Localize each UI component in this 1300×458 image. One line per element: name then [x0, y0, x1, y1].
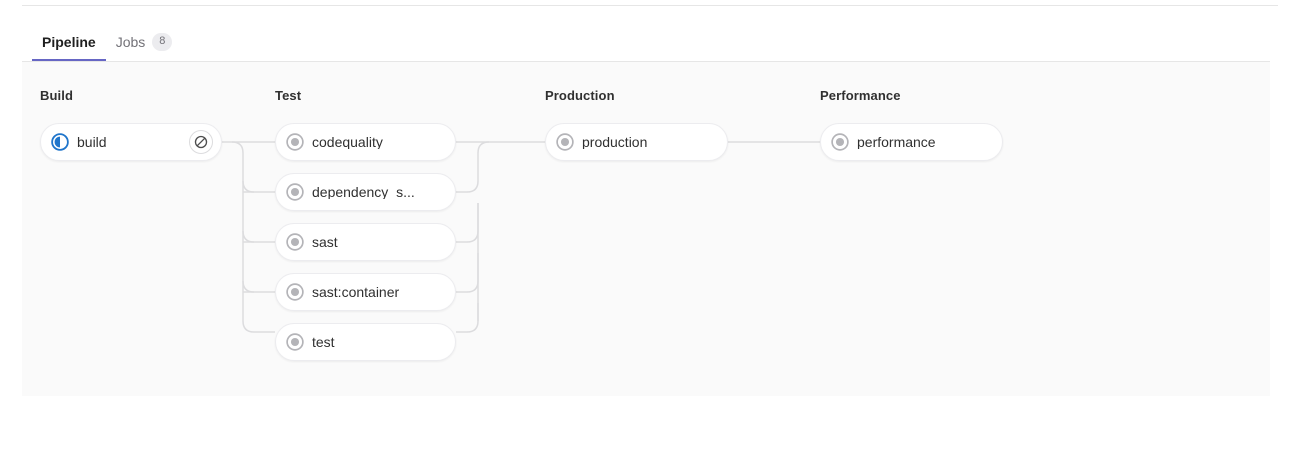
job-sast-main: sast [286, 233, 447, 251]
job-production-name: production [582, 135, 648, 149]
cancel-button[interactable] [189, 130, 213, 154]
job-build-main: build [51, 133, 183, 151]
job-dependency-scanning-name: dependency_s... [312, 185, 415, 199]
status-created-icon [286, 133, 304, 151]
tab-pipeline[interactable]: Pipeline [32, 22, 106, 61]
pipeline-graph-panel: Build build Test [22, 62, 1270, 396]
job-sast-container-main: sast:container [286, 283, 447, 301]
job-codequality-main: codequality [286, 133, 447, 151]
stage-build-title: Build [40, 88, 73, 103]
status-created-icon [286, 233, 304, 251]
job-test-name: test [312, 335, 335, 349]
status-created-icon [286, 283, 304, 301]
stage-test-title: Test [275, 88, 302, 103]
job-production-main: production [556, 133, 719, 151]
job-node-codequality[interactable]: codequality [275, 123, 456, 161]
job-node-dependency-scanning[interactable]: dependency_s... [275, 173, 456, 211]
job-node-production[interactable]: production [545, 123, 728, 161]
job-node-performance[interactable]: performance [820, 123, 1003, 161]
job-sast-name: sast [312, 235, 338, 249]
stage-production-title: Production [545, 88, 615, 103]
job-performance-name: performance [857, 135, 936, 149]
job-node-build[interactable]: build [40, 123, 222, 161]
job-node-test[interactable]: test [275, 323, 456, 361]
status-running-icon [51, 133, 69, 151]
tab-pipeline-label: Pipeline [42, 33, 96, 50]
status-created-icon [831, 133, 849, 151]
status-created-icon [286, 333, 304, 351]
job-node-sast-container[interactable]: sast:container [275, 273, 456, 311]
job-codequality-name: codequality [312, 135, 383, 149]
job-dependency-scanning-main: dependency_s... [286, 183, 447, 201]
tab-bar: Pipeline Jobs 8 [22, 22, 1270, 62]
stage-performance-title: Performance [820, 88, 901, 103]
tab-jobs-badge: 8 [152, 32, 173, 51]
cancel-icon [194, 135, 208, 149]
job-sast-container-name: sast:container [312, 285, 400, 299]
tab-jobs[interactable]: Jobs 8 [106, 22, 183, 61]
status-created-icon [556, 133, 574, 151]
top-divider [22, 5, 1278, 6]
job-performance-main: performance [831, 133, 994, 151]
job-build-name: build [77, 135, 107, 149]
job-node-sast[interactable]: sast [275, 223, 456, 261]
pipeline-connector-lines [222, 141, 820, 333]
tab-jobs-label: Jobs [115, 33, 146, 50]
status-created-icon [286, 183, 304, 201]
job-test-main: test [286, 333, 447, 351]
